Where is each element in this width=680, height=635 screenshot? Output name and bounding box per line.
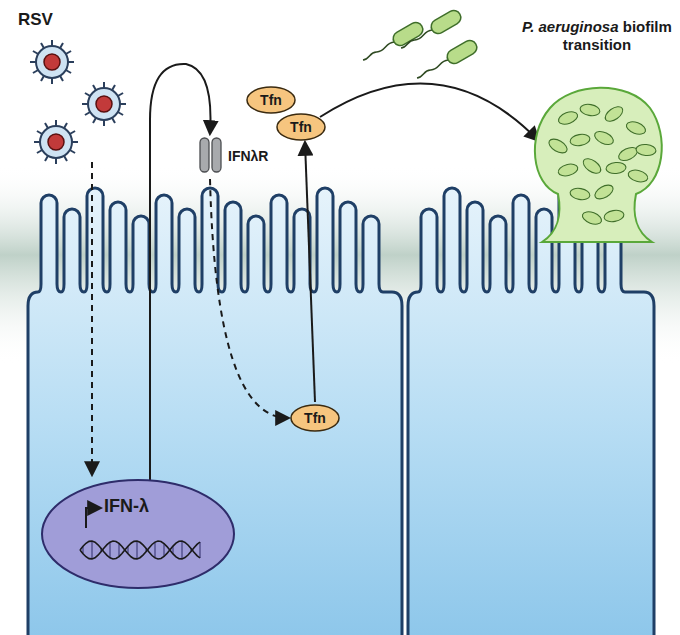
biofilm-bacterium: [593, 129, 616, 147]
transferrin-shape: [291, 405, 339, 431]
transferrin-shape: [247, 87, 295, 113]
biofilm-bacterium: [579, 103, 601, 117]
biofilm: P. aeruginosa biofilm transition: [518, 18, 676, 242]
bacterium: [413, 38, 479, 84]
transferrin-label: Tfn: [260, 92, 282, 108]
nucleus-shape: [40, 478, 236, 590]
virus-label: RSV: [18, 10, 53, 30]
virus-core: [96, 96, 112, 112]
bacterium-body: [429, 8, 464, 36]
dna-rung: [200, 542, 201, 558]
dna-rung: [155, 542, 156, 558]
transferrin-oval: Tfn: [276, 113, 326, 141]
epithelial-cell: [28, 188, 402, 635]
biofilm-label: P. aeruginosa biofilm transition: [518, 18, 676, 54]
transferrin-oval: Tfn: [246, 86, 296, 114]
rsv-virions: [30, 40, 126, 164]
virus-envelope: [88, 88, 120, 120]
biofilm-bacterium: [547, 136, 570, 156]
dna-strand: [80, 541, 200, 559]
flagellum: [362, 41, 394, 61]
flagellum: [400, 29, 432, 49]
signal-arrow: [320, 84, 538, 140]
virus-core: [44, 54, 60, 70]
biofilm-bacterium: [603, 209, 625, 223]
dna-rung: [164, 544, 165, 557]
biofilm-bacterium: [625, 119, 648, 136]
dna-rung: [110, 542, 111, 558]
receptor-chain: [212, 138, 221, 172]
virus-core: [48, 134, 64, 150]
transferrin-shape: [277, 114, 325, 140]
transferrin-label: Tfn: [304, 410, 326, 426]
transferrin-label: Tfn: [290, 119, 312, 135]
signal-arrow: [210, 179, 288, 418]
biofilm-bacterium: [603, 104, 626, 124]
signal-arrow: [150, 64, 211, 481]
bacterium: [359, 20, 425, 66]
biofilm-bacterium: [557, 162, 579, 178]
virus-envelope: [40, 126, 72, 158]
dna-rung: [119, 543, 120, 556]
dna-rung: [92, 541, 93, 559]
biofilm-bacterium: [593, 182, 616, 202]
biofilm-bacterium: [627, 168, 649, 184]
flagellum: [416, 59, 448, 79]
biofilm-bacterium: [569, 187, 591, 201]
biofilm-bacterium: [581, 209, 604, 226]
receptor-chain: [200, 138, 209, 172]
biofilm-bacterium: [569, 133, 591, 147]
biofilm-bacterium: [557, 109, 580, 126]
biofilm-bacterium: [606, 162, 627, 175]
dna-rung: [137, 541, 138, 559]
promoter-arrow: [86, 508, 100, 528]
receptor-label: IFNλR: [228, 148, 268, 164]
dna-strand: [80, 541, 200, 559]
ifn-lambda-receptor: IFNλR: [196, 134, 296, 176]
biofilm-bacterium: [636, 144, 657, 157]
transferrin-oval: Tfn: [290, 404, 340, 432]
biofilm-bacterium: [581, 156, 604, 176]
biofilm-matrix: [535, 88, 662, 242]
bacterium-body: [445, 38, 480, 66]
dna-rung: [182, 541, 183, 559]
nucleus: IFN-λ: [40, 478, 236, 590]
epithelial-cell: [408, 188, 654, 635]
pseudomonas-bacteria: [359, 8, 479, 84]
nucleus-envelope: [42, 480, 234, 588]
signal-arrow: [305, 143, 315, 402]
virus-envelope: [36, 46, 68, 78]
rsv-entry-arrow: [91, 162, 93, 474]
ifn-lambda-label: IFN-λ: [104, 496, 149, 517]
bacterium: [397, 8, 463, 54]
